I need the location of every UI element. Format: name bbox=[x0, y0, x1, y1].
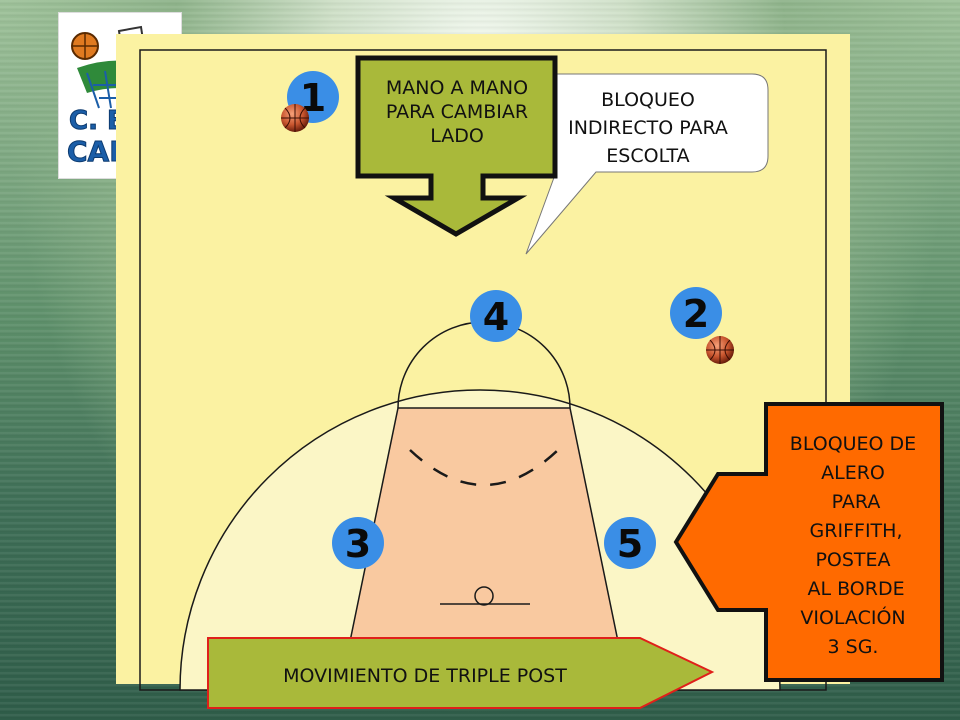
hoop bbox=[474, 586, 494, 606]
player-3: 3 bbox=[332, 517, 384, 569]
player-2: 2 bbox=[670, 287, 722, 339]
player-5-number: 5 bbox=[617, 522, 643, 566]
callout-triple-post-text: MOVIMIENTO DE TRIPLE POST bbox=[283, 665, 567, 687]
callout-indirect-screen-text: BLOQUEO INDIRECTO PARA ESCOLTA bbox=[568, 89, 728, 167]
player-1-ball-icon bbox=[281, 104, 309, 132]
callout-wing-screen-text: BLOQUEO DE ALERO PARA GRIFFITH, POSTEA A… bbox=[789, 433, 917, 658]
player-2-ball-icon bbox=[706, 336, 734, 364]
callout-arrow-wing-screen bbox=[673, 402, 944, 682]
callout-arrow-hand-off bbox=[355, 55, 558, 237]
player-4: 4 bbox=[470, 290, 522, 342]
callout-arrow-triple-post bbox=[207, 637, 715, 709]
player-3-number: 3 bbox=[345, 522, 371, 566]
callout-hand-off-text: MANO A MANO PARA CAMBIAR LADO bbox=[385, 77, 529, 147]
player-5: 5 bbox=[604, 517, 656, 569]
player-4-number: 4 bbox=[483, 295, 509, 339]
player-2-number: 2 bbox=[683, 292, 709, 336]
